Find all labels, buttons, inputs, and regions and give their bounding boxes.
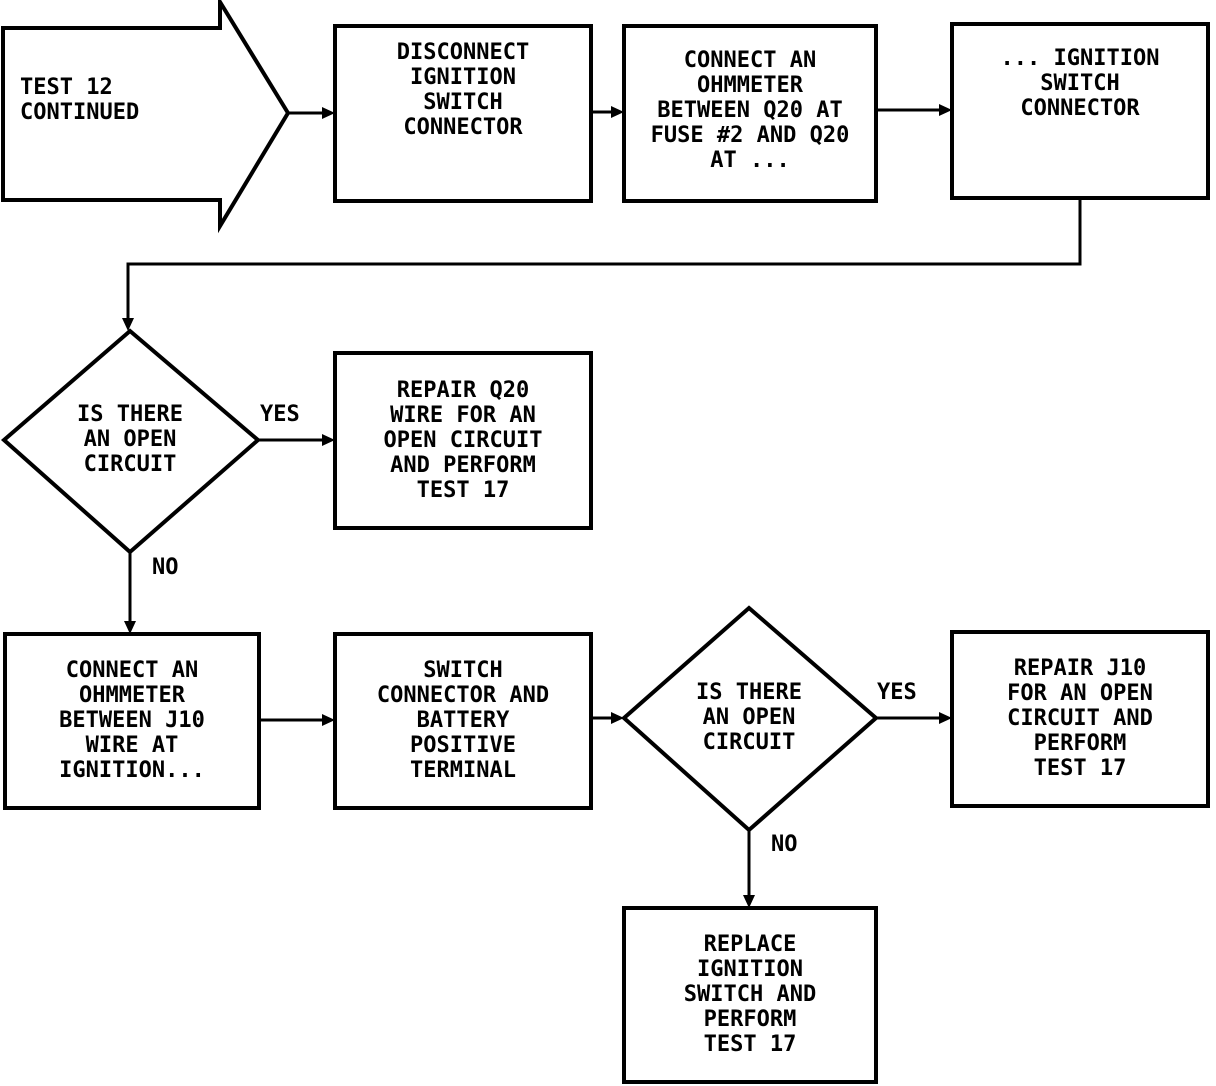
label-line: CONNECTOR: [403, 115, 523, 140]
label-line: WIRE FOR AN: [390, 402, 536, 428]
label-line: CIRCUIT AND: [1007, 705, 1153, 731]
label-line: REPLACE: [703, 931, 797, 957]
yes-label-2: YES: [877, 680, 917, 705]
label-line: IGNITION...: [59, 757, 205, 783]
repair-q20-box: [333, 351, 593, 530]
label-line: WIRE AT: [85, 732, 179, 758]
label-line: PERFORM: [703, 1006, 797, 1032]
arrowhead-icon: [939, 104, 952, 116]
label-line: POSITIVE: [410, 732, 516, 758]
label-line: TERMINAL: [410, 757, 516, 783]
label-line: IS THERE: [696, 679, 802, 705]
arrowhead-icon: [743, 895, 755, 908]
arrowhead-icon: [322, 107, 335, 119]
label-line: FUSE #2 AND Q20: [650, 122, 850, 148]
label-line: BATTERY: [416, 707, 510, 733]
label-line: BETWEEN Q20 AT: [657, 97, 843, 123]
label-line: SWITCH: [1040, 70, 1120, 96]
label-line: DISCONNECT: [396, 40, 530, 65]
connector-ignition-to-decision-1: [126, 198, 1082, 320]
label-line: AN OPEN: [702, 704, 796, 730]
label-line: ... IGNITION: [1000, 45, 1160, 71]
label-line: FOR AN OPEN: [1007, 680, 1153, 706]
connect-j10-box: [3, 632, 261, 810]
label-line: CONNECTOR: [1020, 95, 1140, 121]
label-line: BETWEEN J10: [59, 707, 205, 733]
disconnect-box: [333, 24, 593, 203]
label-line: IGNITION: [697, 956, 803, 982]
label-line: CIRCUIT: [83, 451, 177, 477]
label-line: REPAIR Q20: [396, 377, 530, 403]
label-line: SWITCH AND: [683, 981, 817, 1007]
arrowhead-icon: [322, 434, 335, 446]
label-line: CONNECT AN: [65, 657, 199, 683]
yes-label-1: YES: [260, 402, 300, 427]
replace-switch-box: [622, 906, 878, 1084]
label-line: CONTINUED: [20, 100, 140, 125]
repair-j10-box: [950, 630, 1210, 808]
label-line: TEST 17: [416, 477, 510, 503]
label-line: AN OPEN: [83, 426, 177, 452]
label-line: TEST 17: [703, 1031, 797, 1057]
label-line: OHMMETER: [79, 682, 185, 708]
label-line: AT ...: [710, 147, 790, 173]
arrowhead-icon: [611, 712, 624, 724]
label-line: PERFORM: [1033, 730, 1127, 756]
arrowhead-icon: [124, 621, 136, 634]
label-line: SWITCH: [423, 657, 503, 683]
label-line: OPEN CIRCUIT: [383, 427, 543, 453]
start-arrow-shape: [1, 0, 291, 234]
label-line: TEST 17: [1033, 755, 1127, 781]
label-line: OHMMETER: [697, 72, 803, 98]
no-label-2: NO: [771, 832, 798, 857]
arrowhead-icon: [611, 106, 624, 118]
switch-battery-box: [333, 632, 593, 810]
no-label-1: NO: [152, 555, 179, 580]
connect-q20-box: [622, 24, 878, 203]
label-line: IGNITION: [410, 65, 516, 90]
arrowhead-icon: [939, 712, 952, 724]
ignition-connector-box: [950, 22, 1210, 200]
label-line: CIRCUIT: [702, 729, 796, 755]
label-line: AND PERFORM: [390, 452, 536, 478]
label-line: SWITCH: [423, 90, 503, 115]
label-line: REPAIR J10: [1013, 655, 1147, 681]
arrowhead-icon: [322, 714, 335, 726]
label-line: CONNECTOR AND: [376, 682, 550, 708]
label-line: CONNECT AN: [683, 47, 817, 73]
label-line: TEST 12: [20, 75, 113, 100]
label-line: IS THERE: [77, 401, 183, 427]
arrowhead-icon: [122, 318, 134, 331]
